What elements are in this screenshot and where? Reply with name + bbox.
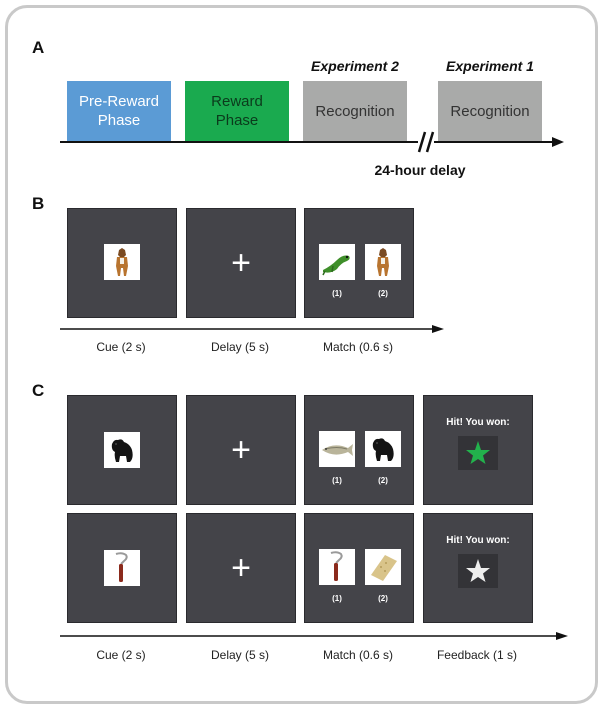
bear-image [365,431,401,467]
c-caption-cue: Cue (2 s) [96,648,146,662]
timeline-b-arrowhead [432,325,444,333]
dog-image [104,244,140,280]
feedback-text: Hit! You won: [446,535,510,546]
feedback-star-box [458,436,498,470]
feedback-star-box [458,554,498,588]
fixation-cross: + [231,431,251,469]
b-delay-screen: + [186,208,296,318]
feedback-text: Hit! You won: [446,417,510,428]
panel-label-b: B [32,194,45,213]
b-match-screen: (1) (2) [304,208,414,318]
c-row1-delay-screen: + [186,395,296,505]
break-mark-1 [417,131,427,153]
c-caption-match: Match (0.6 s) [322,648,394,662]
fixation-cross: + [231,244,251,282]
c-row2-match-screen: (1) (2) [304,513,414,623]
b-caption-delay: Delay (5 s) [210,340,269,354]
choice-label-1: (1) [332,594,342,603]
paint-scraper-image [104,550,140,586]
paint-scraper-image [319,549,355,585]
reward-label-line1: Reward [211,93,263,110]
c-row1-cue-screen [67,395,177,505]
choice-label-2: (2) [378,476,388,485]
c-row1-match-screen: (1) (2) [304,395,414,505]
choice-label-2: (2) [378,594,388,603]
star-icon [466,559,490,582]
timeline-a-arrowhead [552,137,564,147]
lizard-image [319,244,355,280]
experiment-2-label: Experiment 2 [311,58,399,74]
choice-label-2: (2) [378,289,388,298]
c-caption-feedback: Feedback (1 s) [436,648,518,662]
c-row2-feedback-screen: Hit! You won: [423,513,533,623]
timeline-break-gap [418,128,434,156]
recognition-exp2-label: Recognition [315,102,395,120]
c-row2-cue-screen [67,513,177,623]
fixation-cross: + [231,549,251,587]
pre-reward-label-line1: Pre-Reward [78,93,160,110]
c-caption-delay: Delay (5 s) [210,648,269,662]
timeline-c-arrowhead [556,632,568,640]
pre-reward-label-line2: Phase [97,112,141,129]
recognition-exp1-label: Recognition [450,102,530,120]
star-icon [466,441,490,464]
panel-label-c: C [32,381,45,400]
experiment-1-label: Experiment 1 [446,58,534,74]
reward-label-line2: Phase [215,112,259,129]
recognition-exp1-box: Recognition [438,81,542,141]
panel-label-a: A [32,38,45,57]
choice-label-1: (1) [332,476,342,485]
b-caption-cue: Cue (2 s) [96,340,146,354]
c-row1-feedback-screen: Hit! You won: [423,395,533,505]
fish-image [319,431,355,467]
dog-image [365,244,401,280]
c-row2-delay-screen: + [186,513,296,623]
sponge-image [365,549,401,585]
delay-label: 24-hour delay [374,162,466,178]
recognition-exp2-box: Recognition [303,81,407,141]
b-caption-match: Match (0.6 s) [322,340,394,354]
bear-image [104,432,140,468]
break-mark-2 [425,131,435,153]
choice-label-1: (1) [332,289,342,298]
b-cue-screen [67,208,177,318]
